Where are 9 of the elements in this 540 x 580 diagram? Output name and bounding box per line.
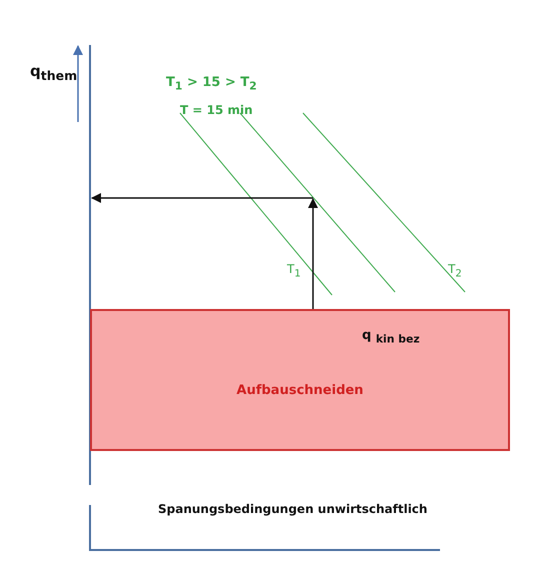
region-label: Aufbauschneiden: [236, 383, 364, 398]
isoline-label: T = 15 min: [180, 103, 253, 117]
condition-label: T$_{1}$ > 15 > T$_{2}$: [166, 75, 257, 93]
isoline-label: T$_{1}$: [287, 262, 301, 280]
note-text: Spanungsbedingungen unwirtschaftlich: [158, 502, 428, 516]
axis-label: q $_{kin bez}$: [362, 328, 420, 346]
axis-label: q$_{them}$: [30, 62, 78, 83]
region-box: [90, 309, 510, 451]
isoline-label: T$_{2}$: [448, 262, 462, 280]
